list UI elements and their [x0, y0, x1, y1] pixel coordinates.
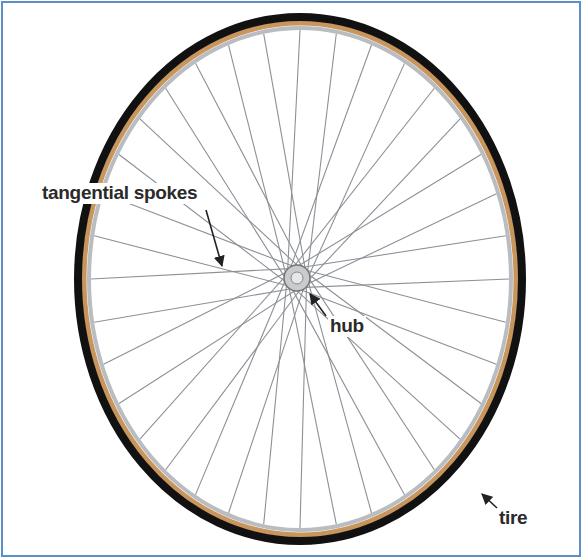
hub-shell	[284, 265, 310, 291]
spoke	[290, 285, 405, 495]
spoke	[229, 284, 306, 513]
spoke	[304, 271, 481, 404]
spoke	[307, 63, 405, 280]
tire-sidewall	[84, 23, 516, 535]
spoke	[289, 45, 372, 272]
spoke	[303, 194, 497, 286]
spoke	[293, 287, 460, 439]
spoke	[119, 155, 290, 286]
part-label: tire	[497, 508, 529, 529]
tire-tread	[78, 17, 522, 541]
rim	[89, 28, 511, 530]
spoke	[166, 286, 303, 470]
spoke	[264, 34, 306, 274]
leader-line	[482, 494, 497, 508]
spoke	[287, 30, 300, 275]
spoke	[140, 272, 289, 439]
leader-line	[206, 210, 222, 266]
spoke	[305, 119, 460, 284]
spoke	[307, 277, 372, 513]
spoke	[119, 288, 300, 404]
spokes	[91, 30, 509, 528]
spoke	[229, 45, 288, 279]
spoke	[291, 88, 434, 270]
spoke	[294, 155, 481, 269]
hub-axle	[291, 272, 303, 284]
part-label: tangential spokes	[40, 183, 199, 204]
spoke	[296, 288, 496, 364]
spoke	[196, 275, 288, 494]
spoke	[306, 274, 434, 470]
spoke	[300, 279, 509, 288]
spoke	[94, 288, 296, 322]
spoke	[300, 281, 307, 528]
spoke	[91, 268, 294, 279]
spoke	[264, 279, 287, 524]
leader-line	[310, 294, 326, 316]
part-label: hub	[328, 316, 366, 337]
spoke	[104, 270, 292, 364]
spoke	[298, 236, 506, 268]
